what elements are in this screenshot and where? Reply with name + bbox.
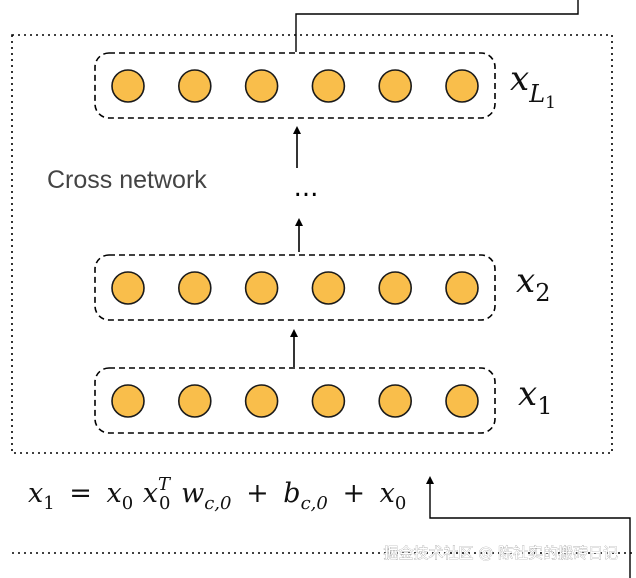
node-circle	[111, 69, 145, 103]
node-circle	[111, 271, 145, 305]
layer-top-nodes	[111, 69, 479, 103]
node-circle	[178, 69, 212, 103]
node-circle	[111, 384, 145, 418]
layer-box-mid	[94, 254, 496, 321]
node-circle	[445, 384, 479, 418]
node-circle	[178, 271, 212, 305]
input-connector-line	[426, 476, 631, 578]
layer-ellipsis: ...	[294, 173, 319, 203]
layer-label-mid: x2	[516, 261, 550, 307]
watermark: 掘金技术社区 @ 陈社实的搬砖日记	[383, 544, 618, 562]
cross-network-panel	[11, 34, 613, 454]
panel-label: Cross network	[47, 166, 207, 194]
node-circle	[445, 271, 479, 305]
layer-mid-nodes	[111, 271, 479, 305]
node-circle	[244, 69, 279, 103]
node-circle	[378, 69, 413, 103]
node-circle	[178, 384, 212, 418]
node-circle	[244, 271, 279, 305]
layer-label-top: xL1	[510, 59, 556, 113]
node-circle	[311, 271, 346, 305]
layer-box-bottom	[94, 367, 496, 434]
node-circle	[311, 384, 346, 418]
node-circle	[244, 384, 279, 418]
layer-label-bottom: x1	[518, 374, 552, 420]
node-circle	[378, 384, 413, 418]
layer-box-top	[94, 52, 496, 119]
node-circle	[311, 69, 346, 103]
node-circle	[445, 69, 479, 103]
layer-bottom-nodes	[111, 384, 479, 418]
top-connector-line	[295, 0, 579, 52]
node-circle	[378, 271, 413, 305]
